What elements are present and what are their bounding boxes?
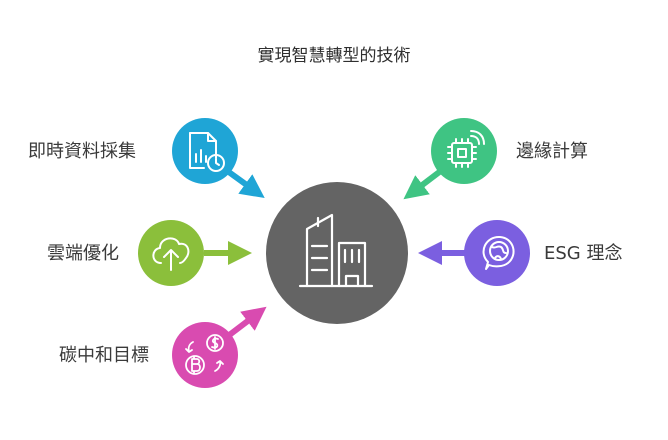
- diagram-title: 實現智慧轉型的技術: [257, 46, 411, 66]
- node-realtime-circle: [172, 118, 238, 184]
- label-cloud: 雲端優化: [47, 243, 119, 264]
- chip-signal-icon: [447, 130, 485, 168]
- center-circle: [266, 182, 408, 324]
- label-esg: ESG 理念: [544, 243, 623, 264]
- bitcoin-dollar-exchange-icon: [185, 334, 224, 375]
- globe-chat-icon: [482, 235, 515, 270]
- arrow-realtime: [224, 167, 265, 199]
- cloud-upload-icon: [152, 237, 190, 271]
- buildings-icon: [298, 213, 374, 288]
- node-carbon-circle: [172, 322, 238, 388]
- arrow-edge: [403, 167, 444, 200]
- label-realtime: 即時資料採集: [28, 141, 136, 162]
- label-carbon: 碳中和目標: [59, 345, 149, 366]
- document-chart-clock-icon: [189, 132, 225, 172]
- node-edge-circle: [431, 118, 497, 184]
- arrow-carbon: [226, 306, 267, 339]
- node-esg-circle: [464, 220, 530, 286]
- label-edge: 邊緣計算: [516, 141, 588, 162]
